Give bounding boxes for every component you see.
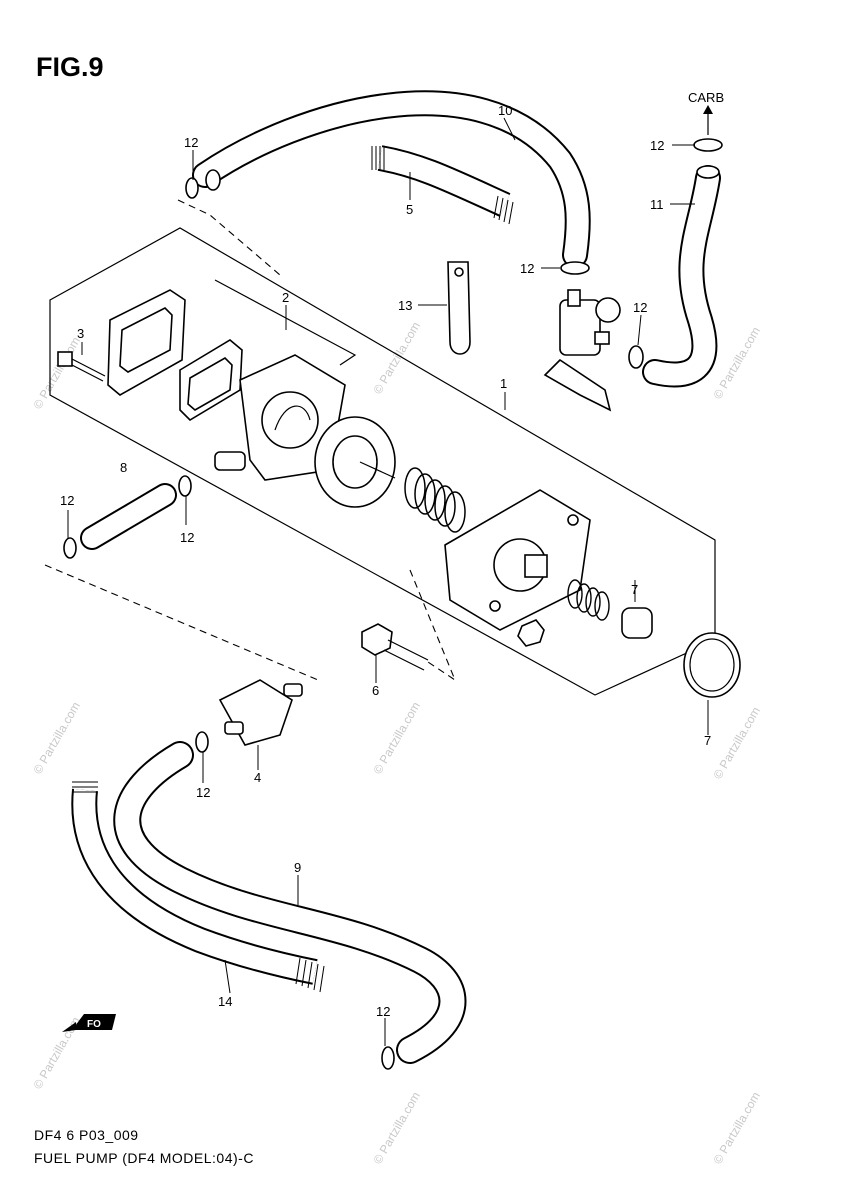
- callout-3: 3: [77, 326, 84, 341]
- gasket-plate: [179, 339, 243, 422]
- callout-12: 12: [180, 530, 194, 545]
- callout-4: 4: [254, 770, 261, 785]
- callout-12: 12: [520, 261, 534, 276]
- clamp-12: [63, 138, 723, 1070]
- guide-line: [44, 564, 319, 681]
- guide-line: [409, 569, 457, 682]
- carb-label: CARB: [688, 90, 724, 105]
- figure-title: FIG.9: [36, 52, 104, 82]
- diagram-code: DF4 6 P03_009: [34, 1127, 139, 1143]
- watermark: © Partzilla.com: [710, 324, 763, 401]
- watermark: © Partzilla.com: [30, 334, 83, 411]
- watermark-layer: © Partzilla.com © Partzilla.com © Partzi…: [30, 319, 763, 1166]
- carb-arrowhead: [703, 105, 713, 114]
- diaphragm: [314, 416, 396, 508]
- hose-9: [113, 741, 467, 1064]
- watermark: © Partzilla.com: [370, 699, 423, 776]
- spring: [404, 467, 466, 533]
- callout-12: 12: [60, 493, 74, 508]
- gasket-frame: [214, 279, 357, 366]
- callout-12: 12: [650, 138, 664, 153]
- diagram-caption: FUEL PUMP (DF4 MODEL:04)-C: [34, 1150, 254, 1166]
- hose-10-inner: [194, 92, 589, 266]
- callout-11: 11: [650, 197, 664, 212]
- callout-6: 6: [372, 683, 379, 698]
- pump-cover: [444, 489, 591, 631]
- watermark: © Partzilla.com: [710, 1089, 763, 1166]
- callout-13: 13: [398, 298, 412, 313]
- gasket-3-plate: [107, 289, 186, 396]
- callout-1: 1: [500, 376, 507, 391]
- callout-5: 5: [406, 202, 413, 217]
- pump-inlet-nipple: [214, 451, 246, 471]
- callout-7: 7: [704, 733, 711, 748]
- fuel-filter-4: [218, 679, 303, 746]
- check-valve-spring: [567, 579, 610, 621]
- svg-text:FO: FO: [87, 1019, 101, 1030]
- callout-7: 7: [631, 582, 638, 597]
- watermark: © Partzilla.com: [30, 699, 83, 776]
- watermark: © Partzilla.com: [370, 1089, 423, 1166]
- bracket-hole: [454, 267, 464, 277]
- callout-12: 12: [633, 300, 647, 315]
- hose-14-inner: [73, 788, 318, 983]
- check-valve: [621, 607, 653, 639]
- bolt-3: [57, 351, 106, 382]
- o-ring-7-inner: [689, 638, 735, 692]
- hose-8-inner: [82, 485, 175, 548]
- guide-line: [177, 199, 281, 276]
- callout-14: 14: [218, 994, 232, 1009]
- watermark: © Partzilla.com: [710, 704, 763, 781]
- callout-12: 12: [184, 135, 198, 150]
- callout-12: 12: [196, 785, 210, 800]
- leader-lines: [67, 117, 709, 1046]
- callout-12: 12: [376, 1004, 390, 1019]
- pipe-5-inner: [378, 147, 510, 216]
- hose-9-inner: [115, 743, 465, 1062]
- o-ring-7: [683, 632, 741, 698]
- callout-labels: 12 10 12 11 5 12 13 12 2 3 1 8 12 12 7 6…: [60, 103, 711, 1019]
- bracket-13: [447, 261, 471, 355]
- hose-11-inner: [644, 167, 719, 386]
- callout-10: 10: [498, 103, 512, 118]
- pipe-5-threads: [371, 146, 514, 225]
- hose-11-end: [696, 165, 720, 179]
- watermark: © Partzilla.com: [370, 319, 423, 396]
- callout-8: 8: [120, 460, 127, 475]
- fuel-valve: [543, 289, 621, 412]
- hose-14-threads: [72, 781, 325, 993]
- forward-direction-arrow-icon: FO: [62, 1014, 116, 1032]
- nut: [517, 619, 545, 647]
- bolt-6: [361, 623, 429, 671]
- callout-9: 9: [294, 860, 301, 875]
- callout-2: 2: [282, 290, 289, 305]
- hose-10-end: [205, 169, 221, 191]
